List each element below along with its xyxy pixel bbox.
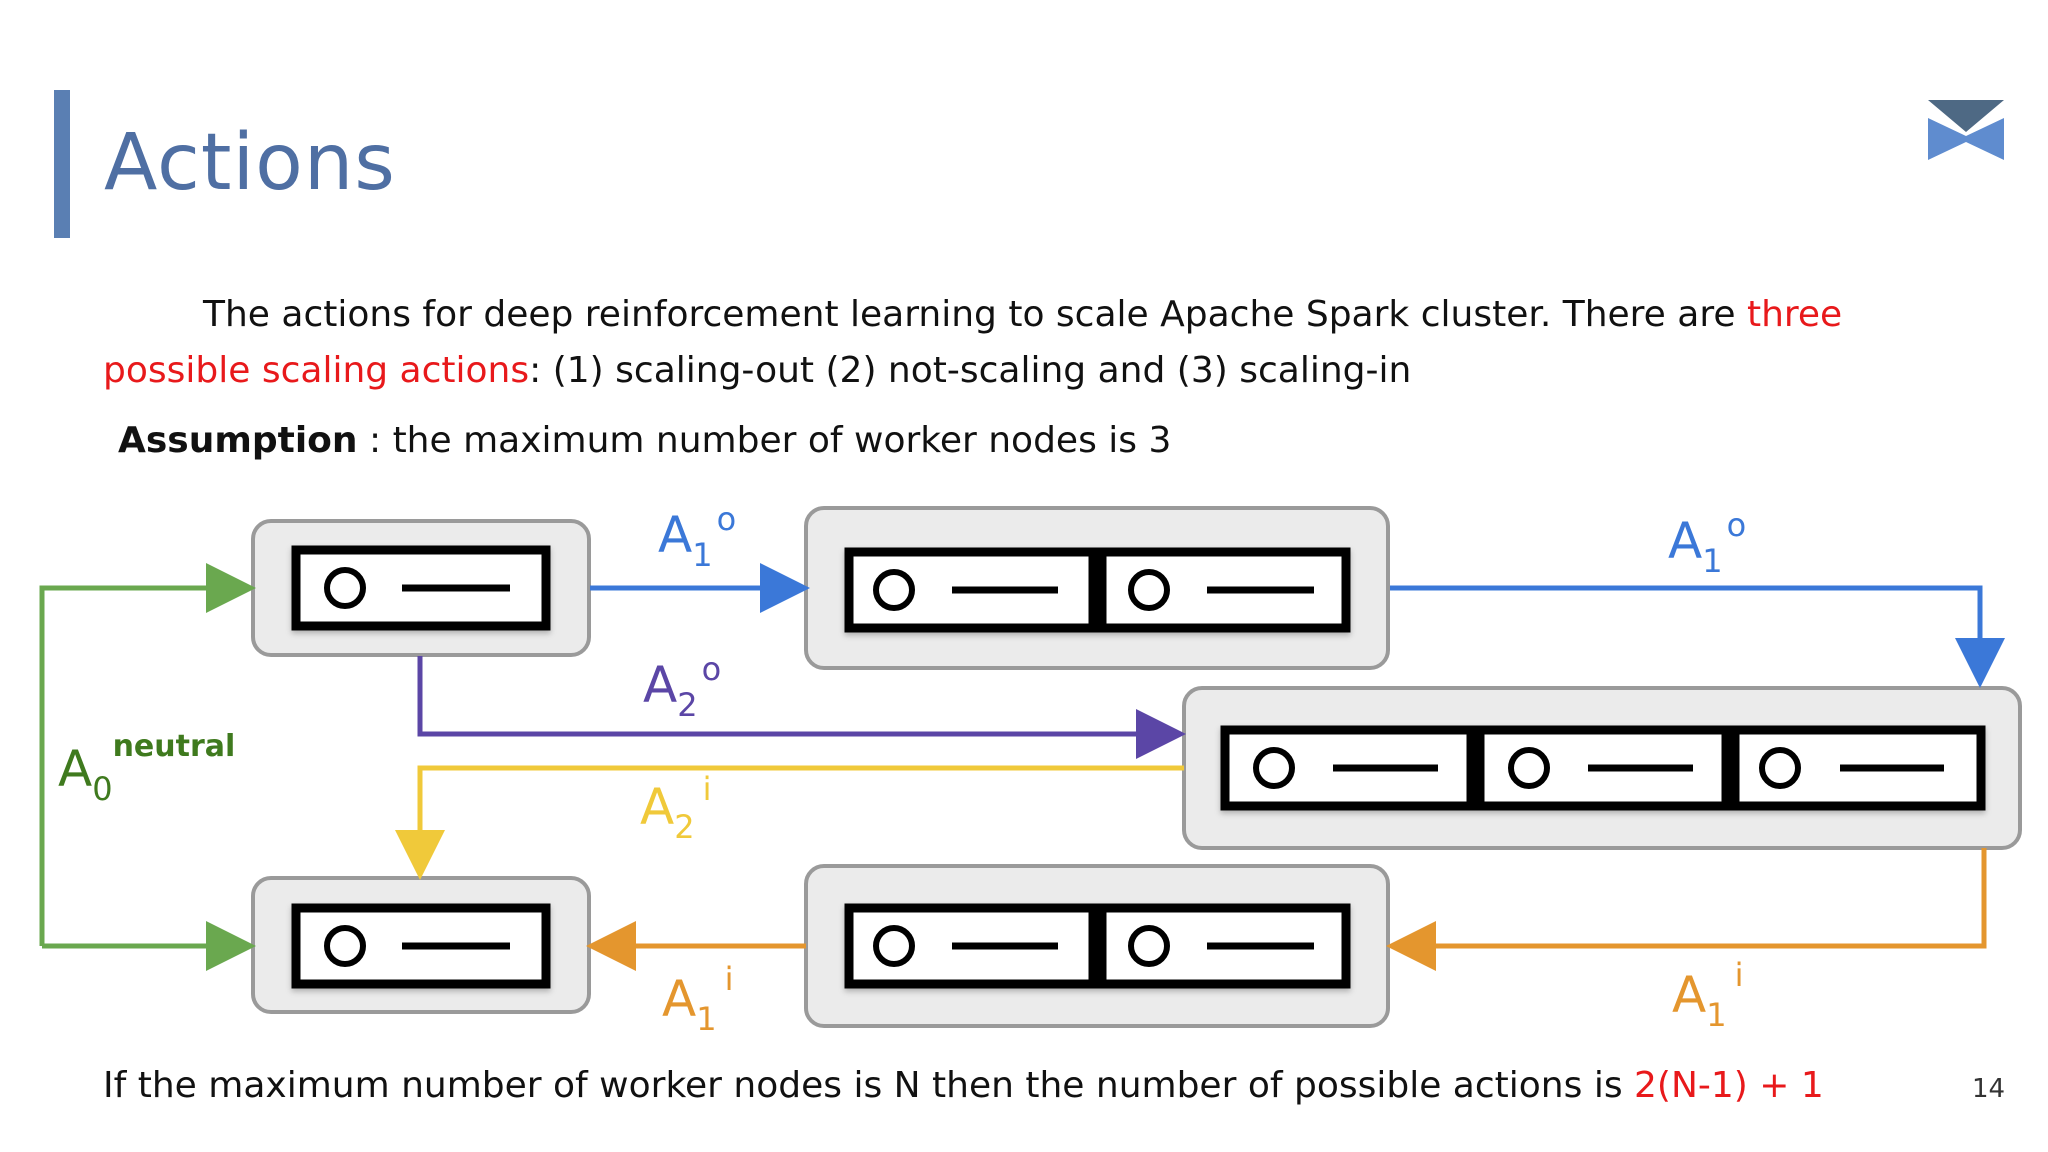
label-a2i-sup: i [703, 770, 712, 808]
assumption-text: : the maximum number of worker nodes is … [357, 420, 1172, 461]
label-a1i-left-sub: 1 [696, 1000, 716, 1038]
label-a2o: A2o [643, 650, 721, 724]
assumption-line: Assumption : the maximum number of worke… [118, 420, 1171, 461]
label-a1i-right-sub: 1 [1706, 996, 1726, 1034]
label-a2o-sub: 2 [677, 686, 697, 724]
label-a2i: A2i [640, 770, 711, 846]
label-a1i-left: A1i [662, 960, 733, 1038]
arrow-a0-neutral-top [39, 563, 256, 946]
arrow-a1o-2-to-3 [1390, 585, 2005, 688]
label-a1o-right-base: A [1668, 512, 1702, 570]
label-a2o-sup: o [702, 650, 722, 688]
cluster-1-node-bottom [251, 876, 591, 1014]
page-number: 14 [1972, 1074, 2006, 1104]
label-a1o-left-sup: o [717, 500, 737, 538]
intro-text-end: : (1) scaling-out (2) not-scaling and (3… [529, 350, 1412, 391]
assumption-label: Assumption [118, 420, 358, 461]
label-a1o-left-sub: 1 [692, 536, 712, 574]
intro-highlight: three possible scaling actions [103, 294, 1843, 391]
cluster-2-node-bottom [804, 864, 1390, 1028]
intro-text: The actions for deep reinforcement learn… [203, 294, 1747, 335]
cluster-2-node-top [804, 506, 1390, 670]
footer-formula: 2(N-1) + 1 [1634, 1065, 1824, 1106]
label-a1i-right: A1i [1672, 956, 1743, 1034]
label-a1i-left-sup: i [725, 960, 734, 998]
label-a1o-left-base: A [658, 506, 692, 564]
label-a1o-right-sup: o [1727, 506, 1747, 544]
arrow-a1i-3-to-2 [1386, 848, 1987, 971]
label-a1i-right-base: A [1672, 966, 1706, 1024]
arrow-a2o-1-to-3 [417, 656, 1186, 759]
label-a0-neutral: A0neutral [58, 729, 235, 808]
label-a1o-left: A1o [658, 500, 736, 574]
arrow-a2i-3-to-1 [395, 765, 1184, 880]
slide-title: Actions [104, 118, 396, 208]
label-a0-base: A [58, 740, 92, 798]
label-a2o-base: A [643, 656, 677, 714]
label-a1o-right: A1o [1668, 506, 1746, 580]
label-a1i-right-sup: i [1735, 956, 1744, 994]
footer-text: If the maximum number of worker nodes is… [103, 1065, 1635, 1106]
cluster-3-node [1182, 686, 2022, 850]
logo-icon [1928, 100, 2004, 160]
intro-paragraph: The actions for deep reinforcement learn… [103, 287, 1923, 399]
label-a0-sub: 0 [92, 770, 112, 808]
title-accent-bar [54, 90, 70, 238]
label-a0-sup: neutral [113, 729, 236, 764]
label-a2i-base: A [640, 778, 674, 836]
footer-note: If the maximum number of worker nodes is… [103, 1065, 1824, 1106]
label-a1o-right-sub: 1 [1702, 542, 1722, 580]
label-a2i-sub: 2 [674, 808, 694, 846]
label-a1i-left-base: A [662, 970, 696, 1028]
cluster-1-node-top [251, 519, 591, 657]
